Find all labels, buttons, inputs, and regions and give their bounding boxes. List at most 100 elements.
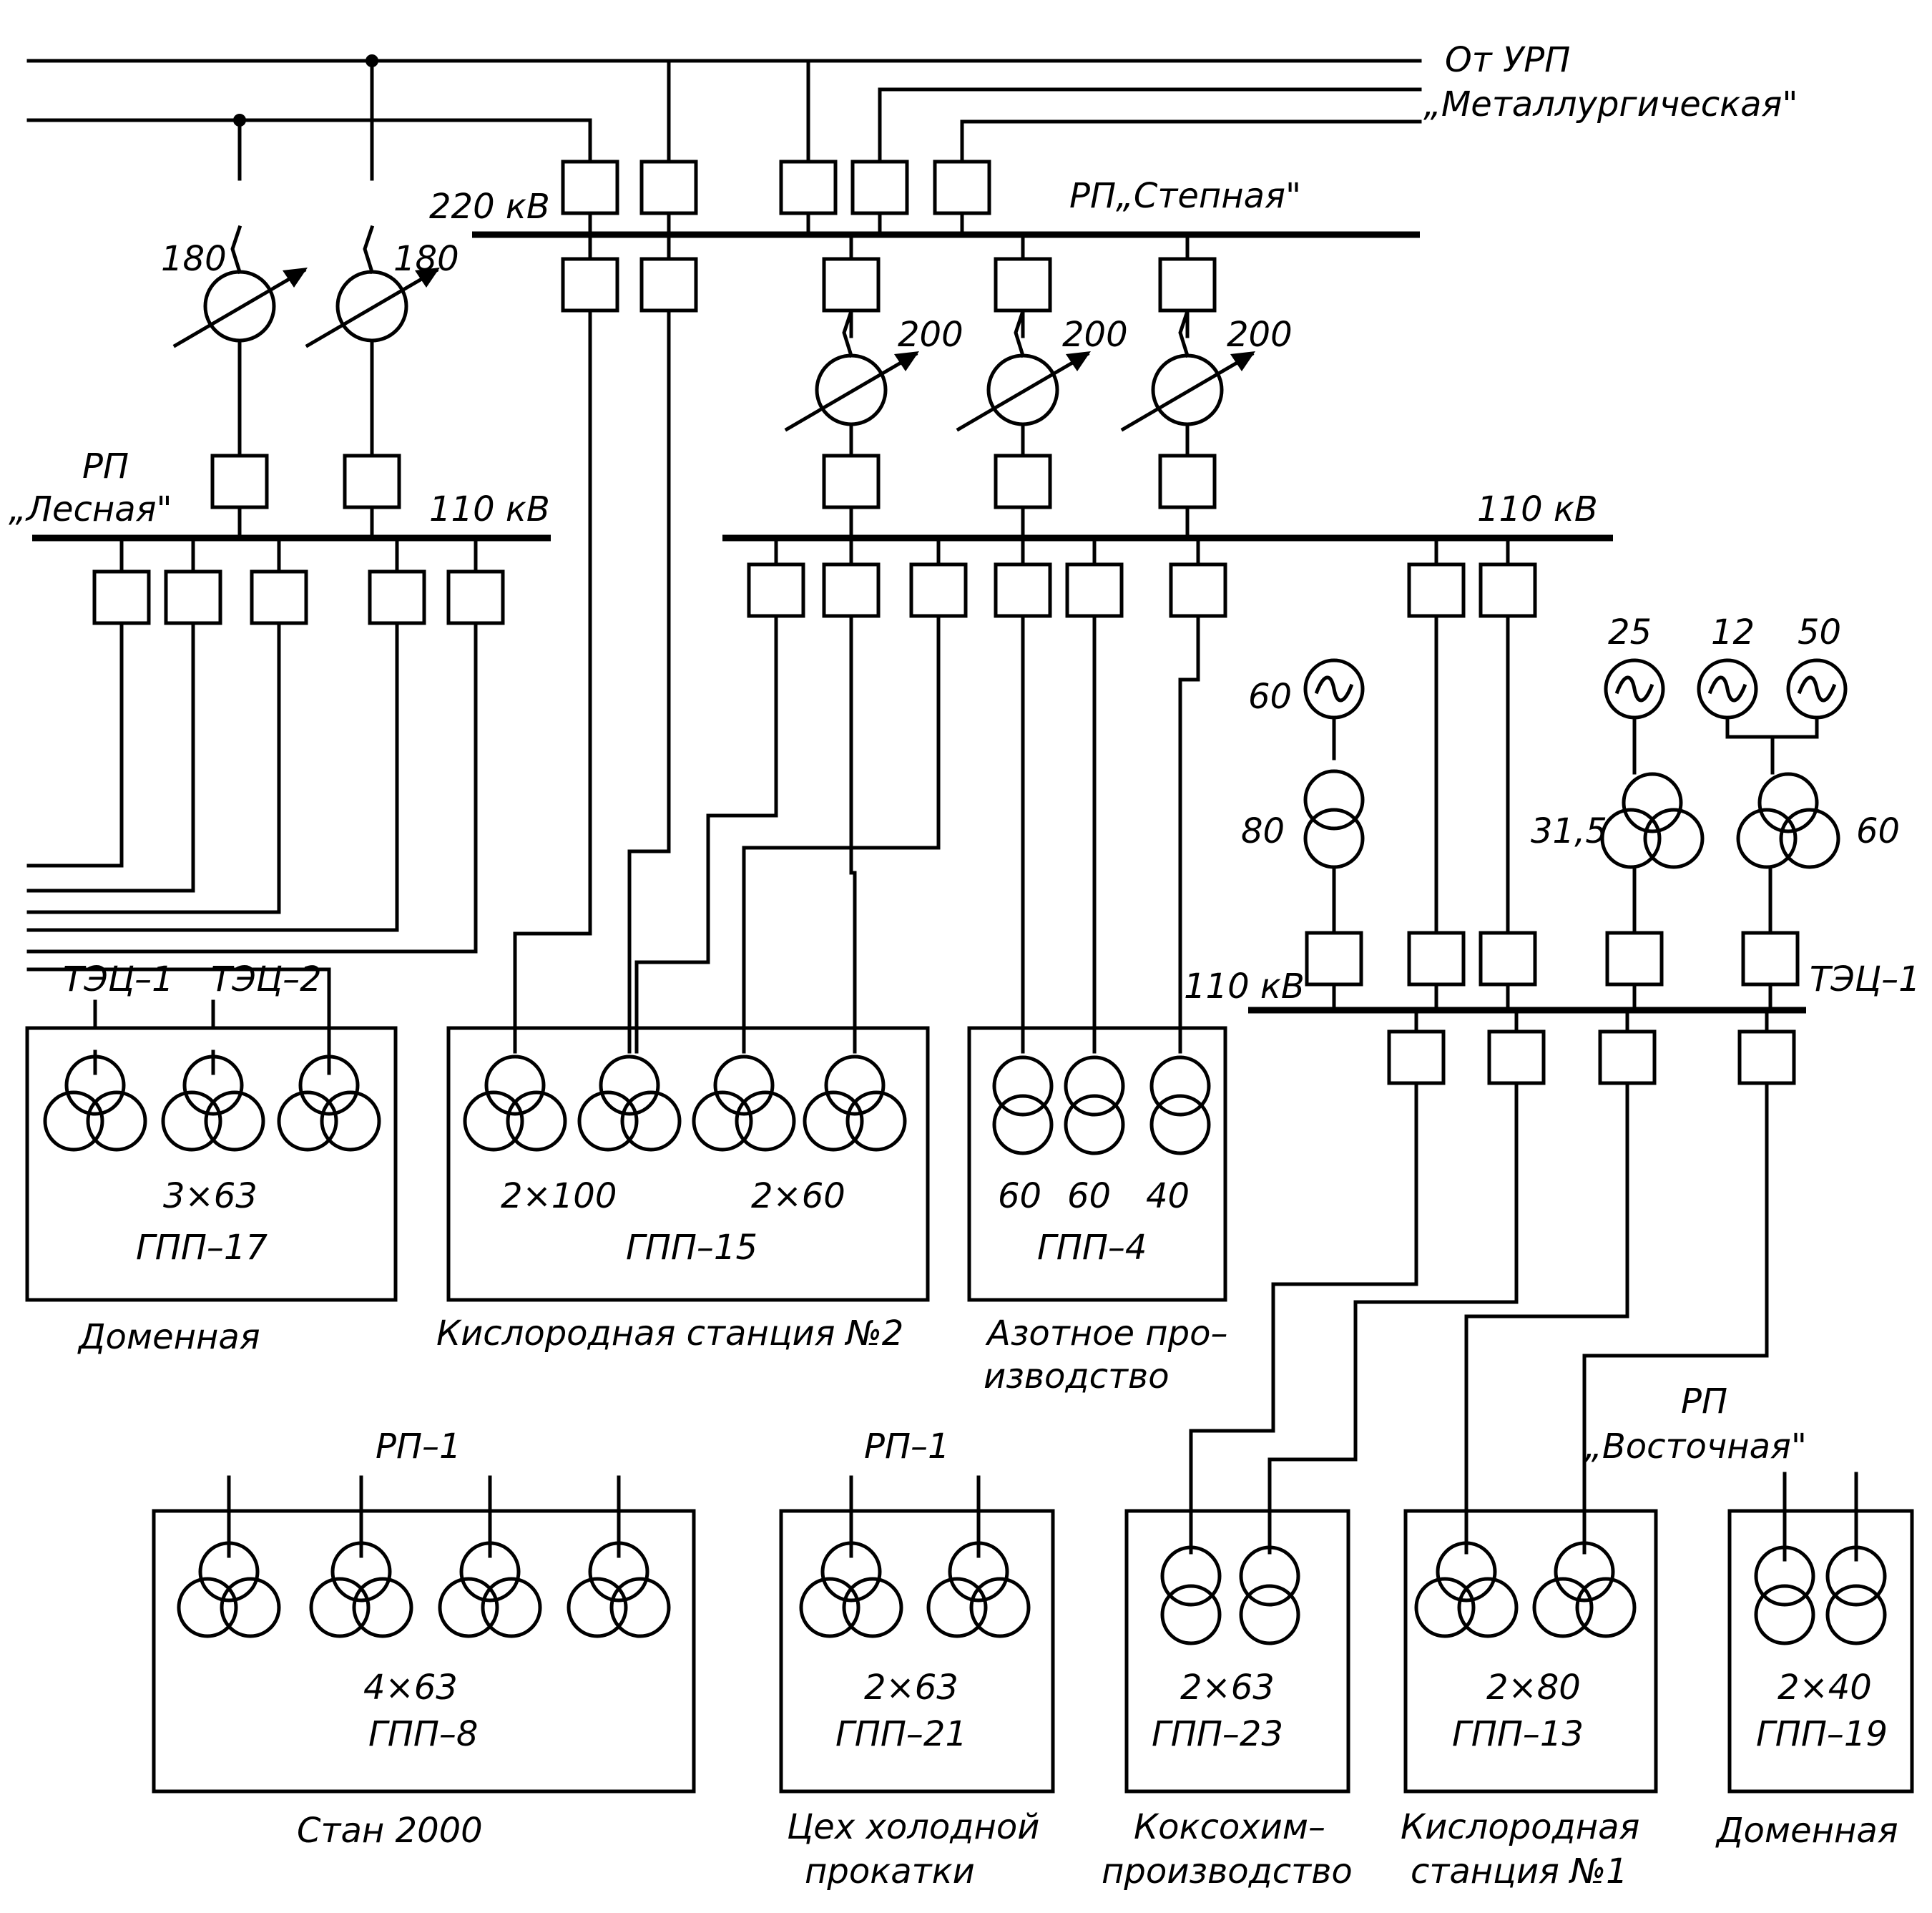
feeder-line: [26, 621, 399, 932]
breaker-symbol: [1169, 562, 1227, 618]
breaker-symbol: [561, 257, 619, 313]
sine-wave-icon: [1707, 675, 1747, 703]
feeder-line: [26, 621, 124, 868]
three-winding-transformer: [43, 1090, 104, 1152]
breaker-symbol: [368, 569, 426, 625]
generator-rating: 50: [1798, 612, 1841, 652]
gpp17-name: ГПП–17: [136, 1228, 268, 1268]
rp1-label-b: РП–1: [864, 1427, 950, 1467]
gpp23-frame: [1124, 1509, 1350, 1794]
breaker-symbol: [1737, 1029, 1796, 1085]
circuit-breakers: [92, 160, 1800, 1085]
three-winding-transformer: [1643, 808, 1705, 869]
breaker-symbol: [1407, 931, 1466, 987]
three-winding-transformer: [620, 1090, 682, 1152]
breaker-symbol: [1407, 562, 1466, 618]
gpp21-caption-2: прокатки: [805, 1851, 975, 1892]
bus-110-stepnaya-label: 110 кВ: [1477, 489, 1598, 529]
three-winding-transformer: [64, 1055, 126, 1116]
breaker-symbol: [994, 257, 1052, 313]
breaker-symbol: [822, 562, 881, 618]
bus-220-label: 220 кВ: [429, 187, 550, 227]
generator-icon: [1604, 658, 1665, 720]
busbars: [32, 231, 1806, 1014]
gpp21-frame: [779, 1509, 1055, 1794]
breaker-symbol: [1479, 562, 1537, 618]
line-to-220-breaker: [26, 118, 592, 167]
generator-icon: [1303, 658, 1365, 720]
autotransformer: [335, 270, 408, 343]
regulation-arrow: [172, 268, 307, 348]
arrow-head: [1230, 351, 1255, 371]
gpp19-name: ГПП–19: [1756, 1714, 1888, 1754]
three-winding-transformer: [1532, 1577, 1594, 1638]
gpp4-frame: [967, 1026, 1227, 1302]
autotransformer-rating: 200: [898, 315, 963, 355]
autotransformer-rating: 180: [161, 239, 227, 279]
two-winding-transformer: [1160, 1545, 1222, 1607]
gpp17-frame: [25, 1026, 398, 1302]
three-winding-transformer: [1757, 772, 1819, 833]
gpp4-caption-1: Азотное про–: [985, 1313, 1227, 1354]
gpp23-caption-2: производство: [1102, 1851, 1353, 1892]
three-winding-transformer: [1436, 1541, 1497, 1603]
breaker-symbol: [994, 562, 1052, 618]
rp1-label-a: РП–1: [376, 1427, 461, 1467]
gpp19-caption: Доменная: [1715, 1811, 1898, 1851]
transformer-rating: 31,5: [1531, 811, 1607, 851]
three-winding-transformer: [506, 1090, 567, 1152]
bus-110-tec-label: 110 кВ: [1184, 967, 1305, 1007]
gpp15-caption: Кислородная станция №2: [436, 1313, 903, 1354]
transformer-rating: 60: [1856, 811, 1900, 851]
breaker-symbol: [1741, 931, 1800, 987]
breaker-symbol: [1598, 1029, 1657, 1085]
three-winding-transformer: [1736, 808, 1798, 869]
breaker-symbol: [1305, 931, 1363, 987]
feeder-line: [26, 967, 331, 1054]
breaker-symbol: [933, 160, 991, 215]
gpp4-name: ГПП–4: [1037, 1228, 1147, 1268]
generator-icon: [1786, 658, 1848, 720]
three-winding-transformer: [352, 1577, 413, 1638]
two-winding-transformer: [1754, 1545, 1815, 1607]
gpp23-caption-1: Коксохим–: [1134, 1807, 1325, 1847]
three-winding-transformer: [277, 1090, 338, 1152]
three-winding-transformer: [1600, 808, 1662, 869]
three-winding-transformer: [481, 1577, 542, 1638]
gpp23-rating: 2×63: [1180, 1668, 1275, 1708]
three-winding-transformer: [177, 1577, 238, 1638]
gpp13-rating: 2×80: [1486, 1668, 1581, 1708]
autotransformer-rating: 200: [1062, 315, 1128, 355]
regulation-arrow: [956, 351, 1090, 432]
gpp4-rating-1: 60: [998, 1176, 1041, 1216]
two-winding-transformer: [992, 1055, 1054, 1117]
two-winding-transformer: [1754, 1584, 1815, 1645]
three-winding-transformer: [320, 1090, 381, 1152]
generator-rating: 25: [1608, 612, 1652, 652]
gpp4-rating-2: 60: [1067, 1176, 1111, 1216]
breaker-symbol: [822, 454, 881, 509]
gpp15-rating-b: 2×60: [751, 1176, 845, 1216]
breaker-symbol: [1479, 931, 1537, 987]
feeder-line: [849, 614, 857, 1054]
bus-110-lesnaya-label: 110 кВ: [429, 489, 550, 529]
three-winding-transformer: [438, 1577, 499, 1638]
autotransformer: [203, 270, 276, 343]
sine-wave-icon: [1614, 675, 1654, 703]
breaker-symbol: [747, 562, 805, 618]
gpp21-rating: 2×63: [864, 1668, 958, 1708]
rp-lesnaya-label-2: „Лесная": [9, 489, 172, 529]
breaker-symbol: [909, 562, 968, 618]
three-winding-transformer: [803, 1090, 864, 1152]
three-winding-transformer: [926, 1577, 988, 1638]
breaker-symbol: [850, 160, 909, 215]
three-winding-transformer: [948, 1541, 1009, 1603]
gpp8-caption: Стан 2000: [297, 1811, 483, 1851]
two-winding-transformer: [1149, 1055, 1211, 1117]
feeder-line: [1178, 614, 1200, 1054]
gpp8-rating: 4×63: [363, 1668, 458, 1708]
two-winding-transformer: [1149, 1094, 1211, 1155]
breaker-symbol: [779, 160, 838, 215]
three-winding-transformer: [1779, 808, 1840, 869]
